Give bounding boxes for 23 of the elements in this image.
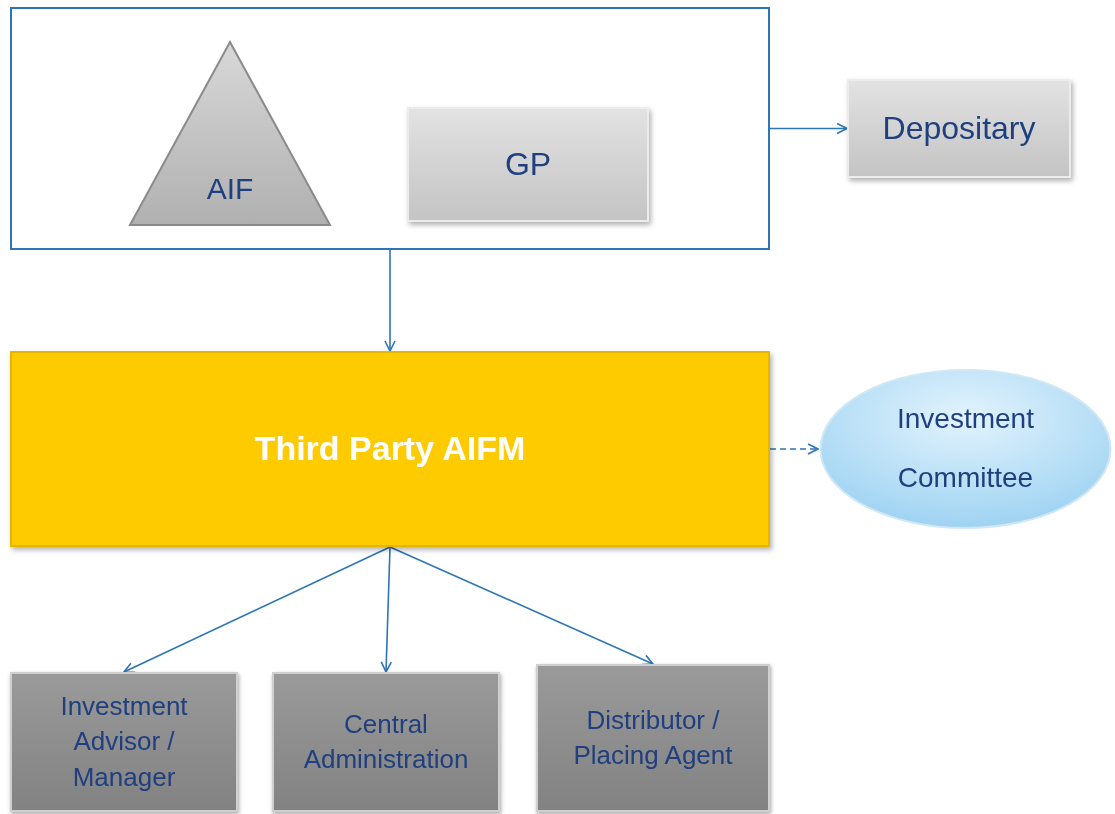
arrow xyxy=(769,443,819,455)
node-label: Depositary xyxy=(882,108,1036,148)
process-box xyxy=(10,672,238,812)
node-label: Investment Advisor / Manager xyxy=(59,690,189,794)
node-label: Investment Committee xyxy=(896,402,1035,495)
process-box xyxy=(10,351,770,547)
process-box xyxy=(847,79,1071,178)
arrow xyxy=(384,249,396,352)
node-label: Distributor / Placing Agent xyxy=(572,703,734,772)
node-label: GP xyxy=(504,144,552,184)
arrow xyxy=(123,546,391,674)
group-frame xyxy=(10,7,770,250)
arrow xyxy=(380,546,393,673)
arrow xyxy=(769,122,848,135)
process-box xyxy=(272,672,500,812)
node-label: AIF xyxy=(206,170,254,207)
ellipse-node xyxy=(818,368,1113,530)
node-label: Third Party AIFM xyxy=(254,428,526,470)
triangle-shape xyxy=(128,40,332,227)
process-box xyxy=(407,107,649,222)
process-box xyxy=(536,664,770,812)
arrow xyxy=(389,546,654,666)
node-label: Central Administration xyxy=(302,707,470,776)
